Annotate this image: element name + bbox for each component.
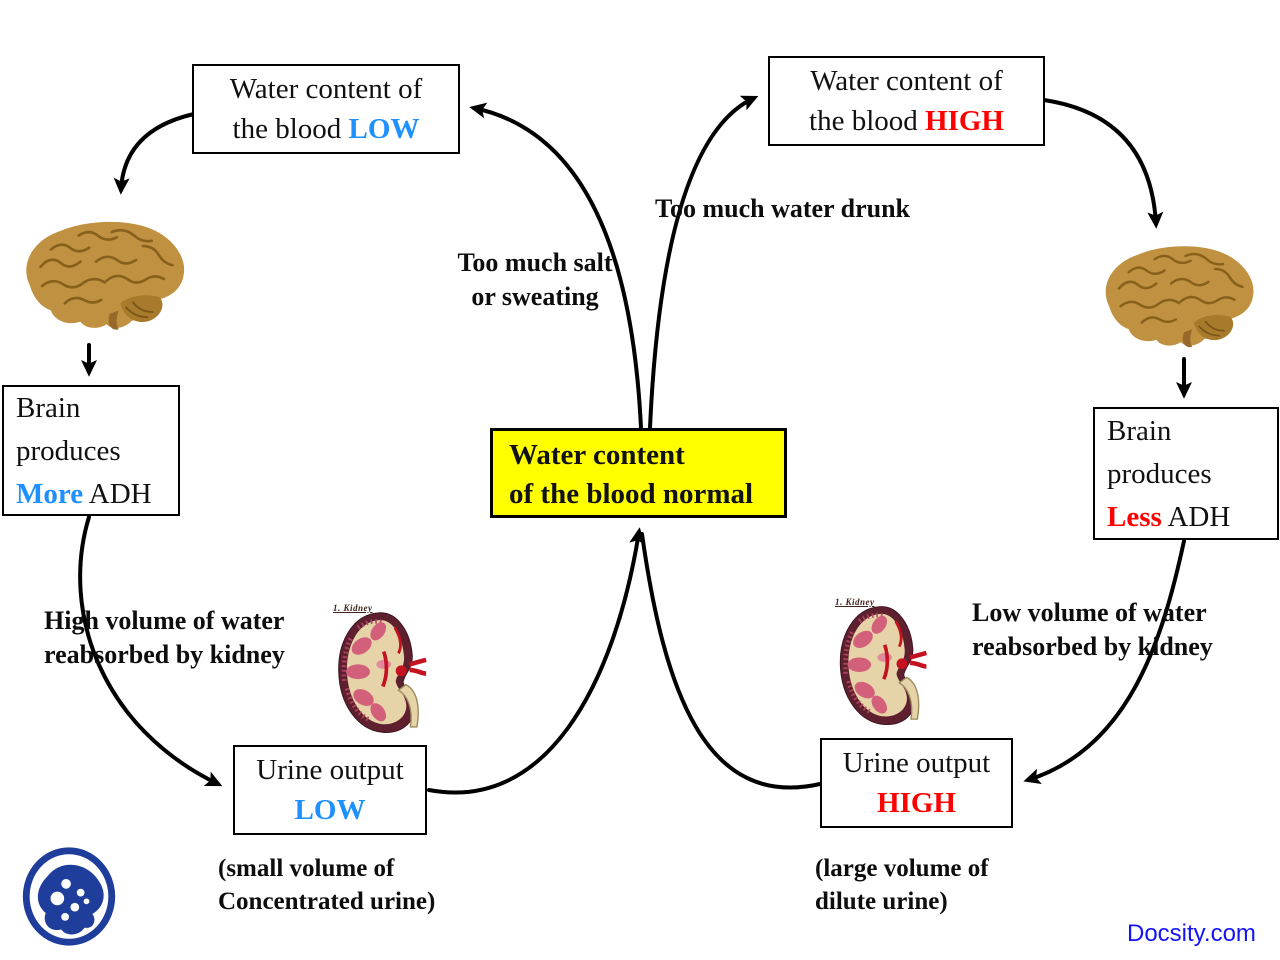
box-brain-less-line3: Less ADH	[1107, 496, 1271, 539]
box-brain-less-adh: Brain produces Less ADH	[1093, 407, 1279, 540]
box-urine-high: Urine output HIGH	[820, 738, 1013, 828]
brain-icon	[13, 213, 193, 339]
kidney-image-right	[832, 594, 932, 730]
docsity-watermark: Docsity.com	[1127, 920, 1256, 947]
box-blood-normal-line2: of the blood normal	[509, 478, 754, 510]
docsity-logo	[20, 845, 118, 948]
label-too-much-salt-line1: Too much salt	[457, 248, 613, 277]
label-small-volume: (small volume of Concentrated urine)	[218, 852, 435, 918]
label-high-volume-line2: reabsorbed by kidney	[44, 640, 285, 669]
box-brain-less-line1: Brain	[1107, 415, 1172, 447]
label-small-volume-line2: Concentrated urine)	[218, 888, 436, 915]
label-low-volume-line1: Low volume of water	[972, 598, 1207, 627]
arrow-moreadh-to-urinelow	[78, 515, 223, 787]
box-blood-high-keyword: HIGH	[925, 105, 1004, 137]
kidney-caption-right: 1. Kidney	[835, 597, 875, 607]
kidney-cross-section-icon	[832, 594, 932, 730]
label-large-volume-line2: dilute urine)	[815, 888, 948, 915]
arrow-urinelow-to-normal	[427, 527, 645, 795]
kidney-image-left	[330, 600, 432, 738]
label-low-volume-reabsorbed: Low volume of water reabsorbed by kidney	[972, 596, 1213, 664]
box-brain-less-line2: produces	[1107, 458, 1212, 490]
brain-image-right	[1095, 238, 1260, 356]
box-blood-low-prefix: the blood	[232, 113, 342, 145]
box-blood-normal-line1: Water content	[509, 439, 685, 471]
kidney-caption-left: 1. Kidney	[333, 603, 373, 613]
arrow-normal-to-low	[469, 102, 643, 430]
label-large-volume: (large volume of dilute urine)	[815, 852, 989, 918]
label-high-volume-reabsorbed: High volume of water reabsorbed by kidne…	[44, 604, 285, 672]
box-urine-high-keyword: HIGH	[877, 787, 956, 819]
box-blood-high-prefix: the blood	[809, 105, 918, 137]
label-small-volume-line1: (small volume of	[218, 855, 395, 882]
label-too-much-salt-line2: or sweating	[471, 282, 599, 311]
label-too-much-water-drunk: Too much water drunk	[655, 194, 910, 223]
arrow-lessadh-to-urinehigh	[1023, 539, 1186, 785]
box-blood-low-line2: the blood LOW	[194, 109, 458, 149]
box-urine-low-keyword: LOW	[294, 794, 366, 826]
brain-image-left	[13, 213, 193, 339]
arrow-normal-to-high	[648, 95, 759, 430]
box-urine-low-line1: Urine output	[256, 754, 404, 786]
box-urine-low: Urine output LOW	[233, 745, 427, 835]
box-blood-high-line2: the blood HIGH	[770, 101, 1043, 141]
label-high-volume-line1: High volume of water	[44, 606, 285, 635]
kidney-cross-section-icon	[330, 600, 432, 738]
box-brain-more-line2: produces	[16, 435, 121, 467]
box-brain-more-line3: More ADH	[16, 473, 172, 516]
box-urine-high-line1: Urine output	[842, 747, 991, 779]
arrow-urinehigh-to-normal	[640, 532, 822, 790]
box-blood-high: Water content of the blood HIGH	[768, 56, 1045, 146]
arrow-high-to-brain-right	[1042, 98, 1164, 229]
label-low-volume-line2: reabsorbed by kidney	[972, 632, 1213, 661]
docsity-logo-icon	[20, 845, 118, 948]
box-blood-low-keyword: LOW	[348, 113, 420, 145]
brain-icon	[1095, 238, 1260, 356]
box-brain-more-adh: Brain produces More ADH	[2, 385, 180, 516]
arrow-low-to-brain-left	[113, 112, 196, 195]
label-large-volume-line1: (large volume of	[815, 855, 989, 882]
box-blood-low-line1: Water content of	[229, 73, 423, 105]
box-blood-low: Water content of the blood LOW	[192, 64, 460, 154]
box-brain-less-suffix: ADH	[1167, 501, 1231, 533]
box-brain-less-keyword: Less	[1107, 501, 1162, 533]
box-blood-normal: Water content of the blood normal	[490, 428, 787, 518]
box-blood-high-line1: Water content of	[810, 65, 1003, 97]
box-brain-more-line1: Brain	[16, 392, 81, 424]
box-brain-more-suffix: ADH	[88, 478, 152, 510]
label-too-much-salt: Too much salt or sweating	[440, 246, 630, 314]
box-brain-more-keyword: More	[16, 478, 84, 510]
